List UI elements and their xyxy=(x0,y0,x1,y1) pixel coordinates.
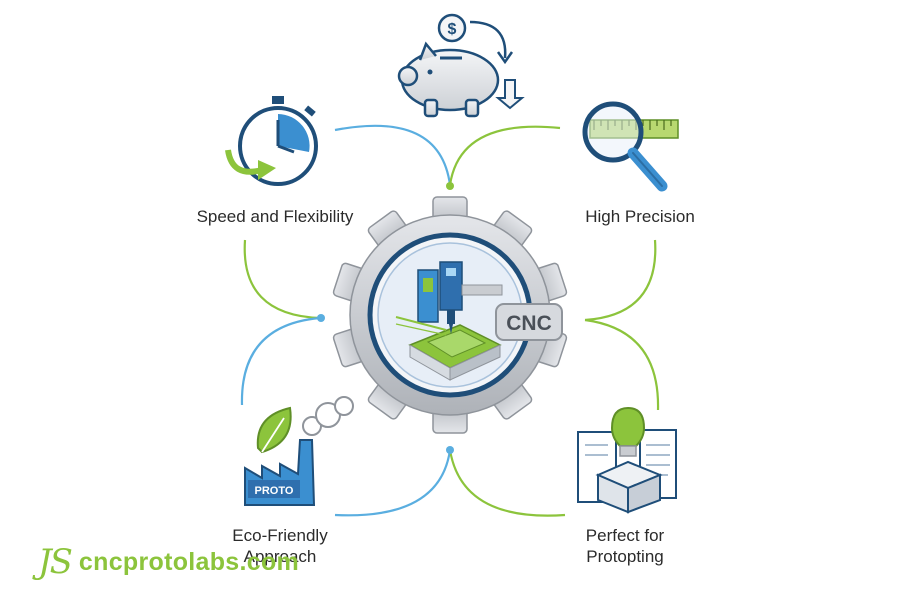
piggy-bank-icon: $ xyxy=(397,13,525,118)
label-eco-line1: Eco-Friendly xyxy=(232,526,328,545)
arc-top-left xyxy=(334,124,452,186)
arc-right-upper xyxy=(584,239,657,322)
label-perfect-prototyping: Perfect for Protopting xyxy=(555,525,695,567)
stopwatch-icon xyxy=(225,96,318,186)
dot-top xyxy=(446,182,454,190)
label-eco-line2: Approach xyxy=(243,547,317,566)
label-proto-line2: Protopting xyxy=(586,547,664,566)
arc-right-lower xyxy=(584,318,660,411)
label-speed-flexibility: Speed and Flexibility xyxy=(196,207,354,226)
label-proto-line1: Perfect for xyxy=(585,526,665,545)
factory-sign: PROTO xyxy=(255,485,294,497)
arc-bottom-right xyxy=(448,449,566,517)
dot-bottom xyxy=(446,446,454,454)
factory-leaf-icon: PROTO xyxy=(244,396,354,506)
arc-left-upper xyxy=(243,239,321,320)
cnc-machine-icon xyxy=(395,261,503,381)
connector-dots xyxy=(317,182,454,454)
arc-top-right xyxy=(448,125,561,186)
cnc-badge: CNC xyxy=(495,303,563,341)
dot-left xyxy=(317,314,325,322)
brand-logo-mark: JS xyxy=(38,542,73,582)
label-high-precision: High Precision xyxy=(585,207,695,226)
brand-watermark: JS cncprotolabs.com xyxy=(38,540,299,584)
cnc-badge-label: CNC xyxy=(506,312,552,335)
lightbulb-box-icon xyxy=(577,406,677,514)
magnifier-ruler-icon xyxy=(582,101,679,192)
svg-text:$: $ xyxy=(448,21,457,38)
arc-bottom-left xyxy=(334,449,452,517)
arc-left-lower xyxy=(240,316,321,406)
brand-domain: cncprotolabs.com xyxy=(78,547,300,576)
connector-arcs xyxy=(240,124,660,517)
label-eco-friendly: Eco-Friendly Approach xyxy=(210,525,350,567)
